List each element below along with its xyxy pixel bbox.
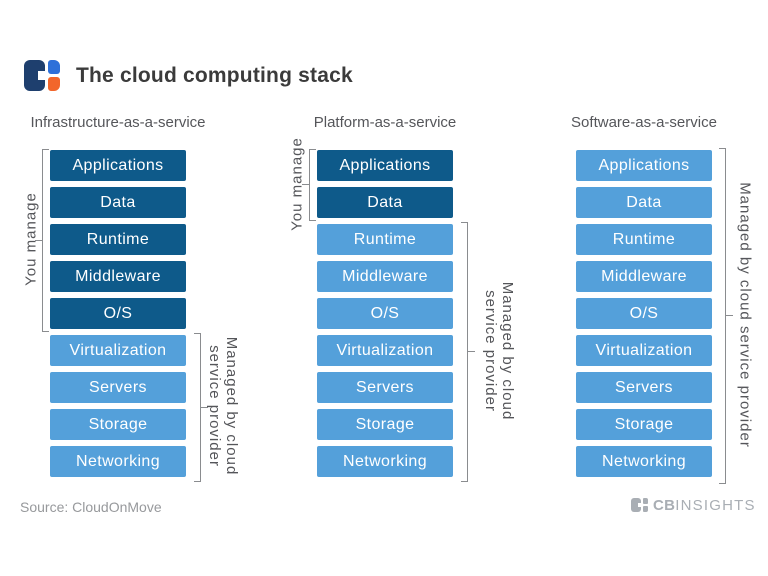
layer-servers: Servers (317, 372, 453, 403)
paas-stack: Applications Data Runtime Middleware O/S… (317, 150, 453, 477)
cb-insights-logo-icon (24, 60, 60, 91)
source-text: Source: CloudOnMove (20, 499, 162, 515)
paas-you-manage-label: You manage (288, 137, 306, 231)
layer-applications: Applications (317, 150, 453, 181)
paas-provider-label: Managed by cloud service provider (482, 282, 516, 421)
iaas-provider-label-line2: service provider (206, 345, 223, 467)
logo-blue-square (48, 60, 60, 74)
layer-virtualization: Virtualization (576, 335, 712, 366)
paas-provider-label-line1: Managed by cloud (499, 281, 516, 421)
layer-data: Data (50, 187, 186, 218)
saas-provider-label: Managed by cloud service provider (736, 182, 754, 448)
layer-networking: Networking (576, 446, 712, 477)
layer-os: O/S (317, 298, 453, 329)
paas-provider-bracket (461, 222, 475, 482)
paas-you-manage-bracket (302, 149, 316, 221)
layer-os: O/S (50, 298, 186, 329)
layer-virtualization: Virtualization (50, 335, 186, 366)
page-title: The cloud computing stack (76, 64, 353, 87)
iaas-provider-label: Managed by cloud service provider (206, 337, 240, 476)
footer-logo-bottom-square (642, 506, 648, 512)
layer-data: Data (576, 187, 712, 218)
column-header-paas: Platform-as-a-service (313, 114, 457, 131)
logo-orange-square (48, 77, 60, 91)
saas-stack: Applications Data Runtime Middleware O/S… (576, 150, 712, 477)
layer-storage: Storage (50, 409, 186, 440)
layer-runtime: Runtime (317, 224, 453, 255)
layer-os: O/S (576, 298, 712, 329)
column-header-saas: Software-as-a-service (571, 114, 717, 131)
layer-middleware: Middleware (576, 261, 712, 292)
footer-logo-c-notch (637, 503, 641, 507)
footer-logo-top-square (642, 498, 648, 504)
iaas-you-manage-bracket (35, 149, 49, 332)
layer-networking: Networking (50, 446, 186, 477)
paas-provider-label-line2: service provider (482, 290, 499, 412)
logo-c-shape (24, 60, 45, 91)
layer-servers: Servers (50, 372, 186, 403)
footer-logo-c-shape (631, 498, 641, 512)
layer-data: Data (317, 187, 453, 218)
logo-c-notch (38, 71, 45, 80)
layer-storage: Storage (576, 409, 712, 440)
layer-networking: Networking (317, 446, 453, 477)
iaas-provider-bracket (194, 333, 208, 482)
footer-brand-light: INSIGHTS (675, 496, 756, 514)
iaas-you-manage-label: You manage (22, 192, 40, 286)
layer-servers: Servers (576, 372, 712, 403)
layer-virtualization: Virtualization (317, 335, 453, 366)
layer-storage: Storage (317, 409, 453, 440)
layer-runtime: Runtime (576, 224, 712, 255)
layer-middleware: Middleware (317, 261, 453, 292)
layer-middleware: Middleware (50, 261, 186, 292)
footer-brand-bold: CB (653, 496, 676, 514)
layer-runtime: Runtime (50, 224, 186, 255)
cb-insights-footer-logo-icon (631, 498, 648, 512)
column-header-iaas: Infrastructure-as-a-service (30, 114, 206, 131)
iaas-stack: Applications Data Runtime Middleware O/S… (50, 150, 186, 477)
iaas-provider-label-line1: Managed by cloud (223, 336, 240, 476)
layer-applications: Applications (576, 150, 712, 181)
layer-applications: Applications (50, 150, 186, 181)
saas-provider-bracket (719, 148, 733, 484)
